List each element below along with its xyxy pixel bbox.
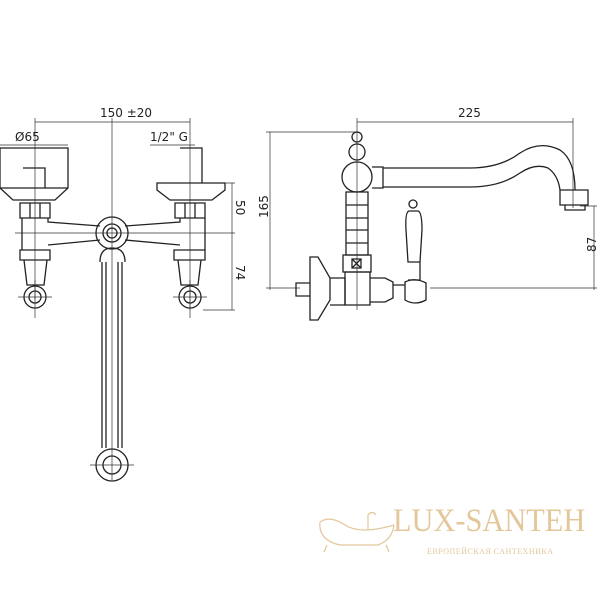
dim-center-distance: 150 ±20 (100, 106, 152, 120)
dim-total-height: 165 (257, 195, 271, 218)
lower-valve-parts (19, 249, 206, 286)
connecting-arm (21, 218, 206, 250)
dim-height-lower: 74 (233, 265, 247, 280)
handle-connector (393, 279, 427, 304)
lever-handle (405, 210, 423, 281)
watermark-brand: LUX-SANTEH (393, 503, 586, 539)
wall-escutcheon (295, 256, 346, 321)
dim-height-upper: 50 (233, 200, 247, 215)
valve-base (344, 271, 394, 306)
dim-thread: 1/2" G (150, 130, 188, 144)
watermark-tagline: ЕВРОПЕЙСКАЯ САНТЕХНИКА (427, 547, 554, 556)
spout (372, 145, 576, 191)
left-valve-head (0, 147, 69, 201)
valve-nuts (19, 202, 206, 219)
spout-pipe (99, 247, 126, 448)
side-dimension-lines (266, 118, 597, 310)
center-body (95, 216, 129, 250)
dim-spout-reach: 225 (458, 106, 481, 120)
column-box (342, 254, 372, 273)
front-view: 150 ±20 Ø65 1/2" G 50 74 (0, 106, 247, 482)
dim-spout-height: 87 (585, 237, 599, 252)
bathtub-logo-icon (319, 511, 395, 553)
top-finial (351, 131, 363, 143)
side-view: 225 165 87 (257, 106, 599, 321)
right-valve-head (156, 147, 226, 201)
aerator (559, 189, 589, 211)
dim-diameter: Ø65 (15, 130, 40, 144)
